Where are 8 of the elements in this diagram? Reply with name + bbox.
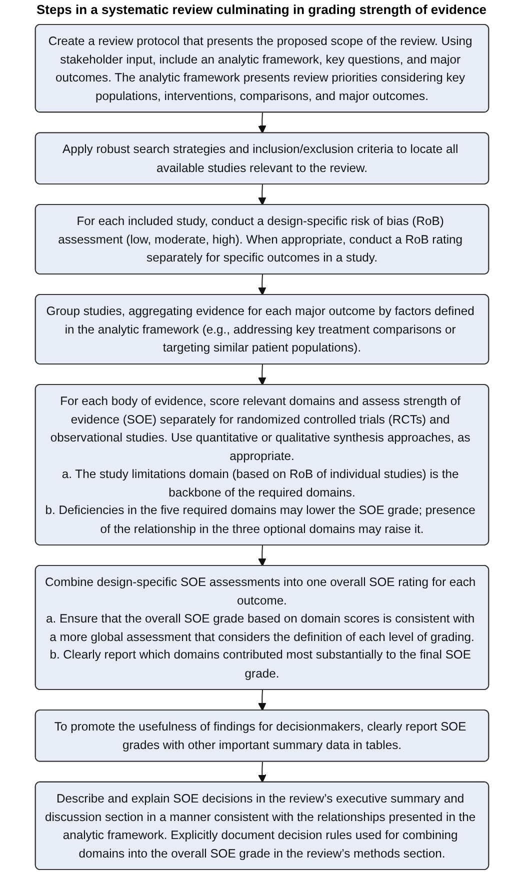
arrow [258,544,266,566]
arrow [258,690,266,711]
arrow [258,364,266,386]
diagram-title: Steps in a systematic review culminating in grading strength of evidence [35,2,488,17]
arrow [258,112,266,134]
arrow [258,761,266,783]
arrow [258,274,266,296]
arrow [258,184,266,206]
